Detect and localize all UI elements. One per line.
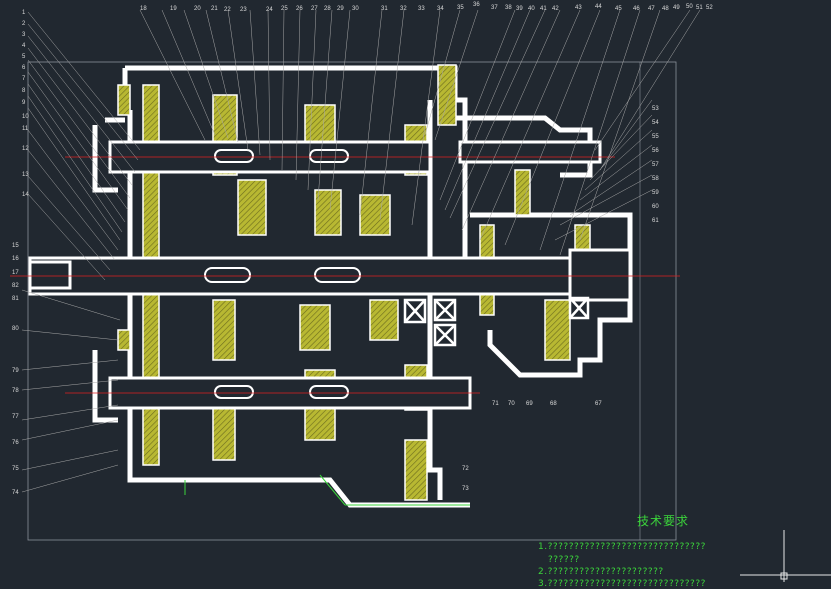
balloon: 46 xyxy=(633,6,640,12)
balloon: 47 xyxy=(648,6,655,12)
balloon: 25 xyxy=(281,6,288,12)
balloon: 34 xyxy=(437,6,444,12)
shafts xyxy=(28,140,632,410)
balloon: 55 xyxy=(652,134,659,140)
drawing-frame xyxy=(27,61,677,541)
balloon: 67 xyxy=(595,401,602,407)
balloon: 74 xyxy=(12,490,19,496)
balloons-top: 18 19 20 21 22 23 24 25 26 27 28 29 30 3… xyxy=(140,2,713,13)
balloon: 52 xyxy=(706,5,713,11)
note-line-2: 2.?????????????????????? xyxy=(538,567,664,577)
balloon: 20 xyxy=(194,6,201,12)
balloon: 35 xyxy=(457,5,464,11)
balloon: 82 xyxy=(12,283,19,289)
balloon: 1 xyxy=(22,10,26,16)
center-lines xyxy=(10,156,680,394)
note-line-1: 1.?????????????????????????????? xyxy=(538,542,706,552)
balloon: 51 xyxy=(696,5,703,11)
balloon: 28 xyxy=(324,6,331,12)
balloon: 48 xyxy=(662,6,669,12)
balloon: 6 xyxy=(22,65,26,71)
balloon: 70 xyxy=(508,401,515,407)
balloon: 71 xyxy=(492,401,499,407)
balloon: 75 xyxy=(12,466,19,472)
balloon: 80 xyxy=(12,326,19,332)
balloon: 10 xyxy=(22,114,29,120)
balloon: 12 xyxy=(22,146,29,152)
balloons-right: 53 54 55 56 57 58 59 60 61 xyxy=(652,106,659,224)
balloon: 4 xyxy=(22,43,26,49)
balloon: 76 xyxy=(12,440,19,446)
leader-lines xyxy=(21,9,701,493)
keyways xyxy=(204,149,361,399)
balloon: 69 xyxy=(526,401,533,407)
balloon: 5 xyxy=(22,54,26,60)
balloon: 23 xyxy=(240,7,247,13)
balloon: 41 xyxy=(540,6,547,12)
balloon: 8 xyxy=(22,88,26,94)
balloon: 45 xyxy=(615,6,622,12)
notes-title: 技术要求 xyxy=(637,514,690,528)
balloon: 36 xyxy=(473,2,480,8)
balloons-left: 1 2 3 4 5 6 7 8 9 10 11 12 13 14 15 16 1… xyxy=(12,10,29,276)
balloon: 43 xyxy=(575,5,582,11)
balloon: 13 xyxy=(22,172,29,178)
balloon: 39 xyxy=(516,6,523,12)
balloons-bottom: 72 73 71 70 69 68 67 xyxy=(462,401,602,492)
balloon: 61 xyxy=(652,218,659,224)
balloon: 58 xyxy=(652,176,659,182)
balloon: 59 xyxy=(652,190,659,196)
ucs-icon xyxy=(740,530,831,582)
balloon: 40 xyxy=(528,6,535,12)
balloon: 79 xyxy=(12,368,19,374)
balloon: 15 xyxy=(12,243,19,249)
note-line-3: 3.?????????????????????????????? xyxy=(538,579,706,589)
balloon: 26 xyxy=(296,6,303,12)
balloon: 42 xyxy=(552,6,559,12)
balloon: 60 xyxy=(652,204,659,210)
balloon: 53 xyxy=(652,106,659,112)
balloon: 19 xyxy=(170,6,177,12)
balloon: 77 xyxy=(12,414,19,420)
balloon: 3 xyxy=(22,32,26,38)
balloon: 50 xyxy=(686,4,693,10)
balloon: 18 xyxy=(140,6,147,12)
balloon: 37 xyxy=(491,5,498,11)
balloon: 2 xyxy=(22,21,26,27)
balloon: 73 xyxy=(462,486,469,492)
balloon: 54 xyxy=(652,120,659,126)
bearings xyxy=(403,296,590,347)
balloon: 16 xyxy=(12,256,19,262)
balloon: 32 xyxy=(400,6,407,12)
balloon: 57 xyxy=(652,162,659,168)
balloon: 33 xyxy=(418,6,425,12)
balloon: 78 xyxy=(12,388,19,394)
dimension-marks xyxy=(184,474,470,506)
balloon: 44 xyxy=(595,4,602,10)
balloon: 68 xyxy=(550,401,557,407)
balloon: 56 xyxy=(652,148,659,154)
balloons-left-lower: 82 81 80 79 78 77 76 75 74 xyxy=(12,283,19,496)
balloon: 14 xyxy=(22,192,29,198)
balloon: 31 xyxy=(381,6,388,12)
balloon: 27 xyxy=(311,6,318,12)
balloon: 24 xyxy=(266,7,273,13)
balloon: 9 xyxy=(22,100,26,106)
balloon: 21 xyxy=(211,6,218,12)
balloon: 22 xyxy=(224,7,231,13)
balloon: 81 xyxy=(12,296,19,302)
note-line-1-continued: ?????? xyxy=(548,555,580,565)
balloon: 11 xyxy=(22,126,29,132)
balloon: 17 xyxy=(12,270,19,276)
balloon: 38 xyxy=(505,5,512,11)
balloon: 49 xyxy=(673,5,680,11)
balloon: 30 xyxy=(352,6,359,12)
balloon: 29 xyxy=(337,6,344,12)
balloon: 72 xyxy=(462,466,469,472)
balloon: 7 xyxy=(22,76,26,82)
